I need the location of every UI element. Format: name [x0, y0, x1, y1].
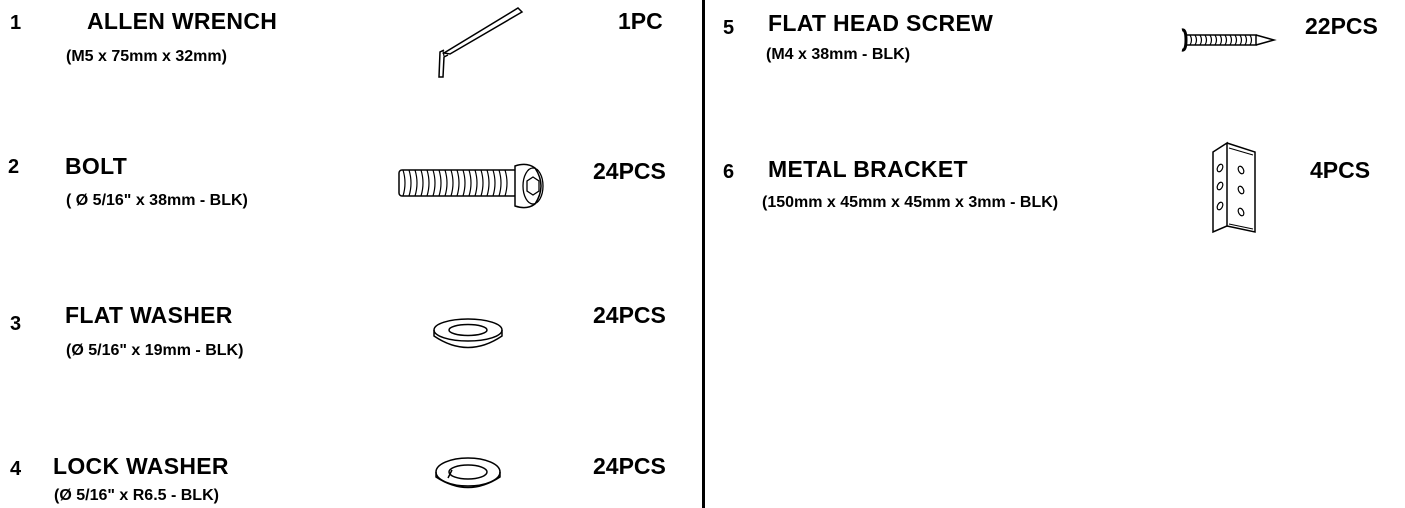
part-quantity: 24PCS: [593, 453, 666, 479]
part-spec: (Ø 5/16" x R6.5 - BLK): [54, 487, 219, 504]
part-quantity: 24PCS: [593, 158, 666, 184]
flat-head-screw-icon: [1181, 28, 1277, 52]
part-number: 6: [723, 161, 735, 183]
bolt-icon: [398, 163, 544, 209]
part-quantity: 1PC: [618, 8, 663, 34]
part-spec: ( Ø 5/16" x 38mm - BLK): [66, 192, 248, 209]
part-name: METAL BRACKET: [768, 156, 968, 182]
allen-wrench-icon: [438, 7, 524, 78]
part-spec: (150mm x 45mm x 45mm x 3mm - BLK): [762, 194, 1059, 211]
part-number: 2: [8, 156, 20, 178]
part-name: ALLEN WRENCH: [87, 8, 278, 34]
metal-bracket-icon: [1212, 141, 1256, 234]
lock-washer-icon: [435, 457, 501, 489]
flat-washer-icon: [433, 318, 503, 349]
part-quantity: 24PCS: [593, 302, 666, 328]
part-number: 1: [10, 12, 22, 34]
part-spec: (M4 x 38mm - BLK): [766, 46, 911, 63]
part-name: FLAT WASHER: [65, 302, 233, 328]
part-quantity: 4PCS: [1310, 157, 1371, 183]
part-number: 5: [723, 17, 735, 39]
column-divider: [702, 0, 705, 508]
part-number: 3: [10, 313, 22, 335]
part-quantity: 22PCS: [1305, 13, 1378, 39]
part-name: BOLT: [65, 153, 128, 179]
part-spec: (Ø 5/16" x 19mm - BLK): [66, 342, 244, 359]
part-name: FLAT HEAD SCREW: [768, 10, 994, 36]
part-name: LOCK WASHER: [53, 453, 229, 479]
part-spec: (M5 x 75mm x 32mm): [66, 48, 227, 65]
part-number: 4: [10, 458, 22, 480]
